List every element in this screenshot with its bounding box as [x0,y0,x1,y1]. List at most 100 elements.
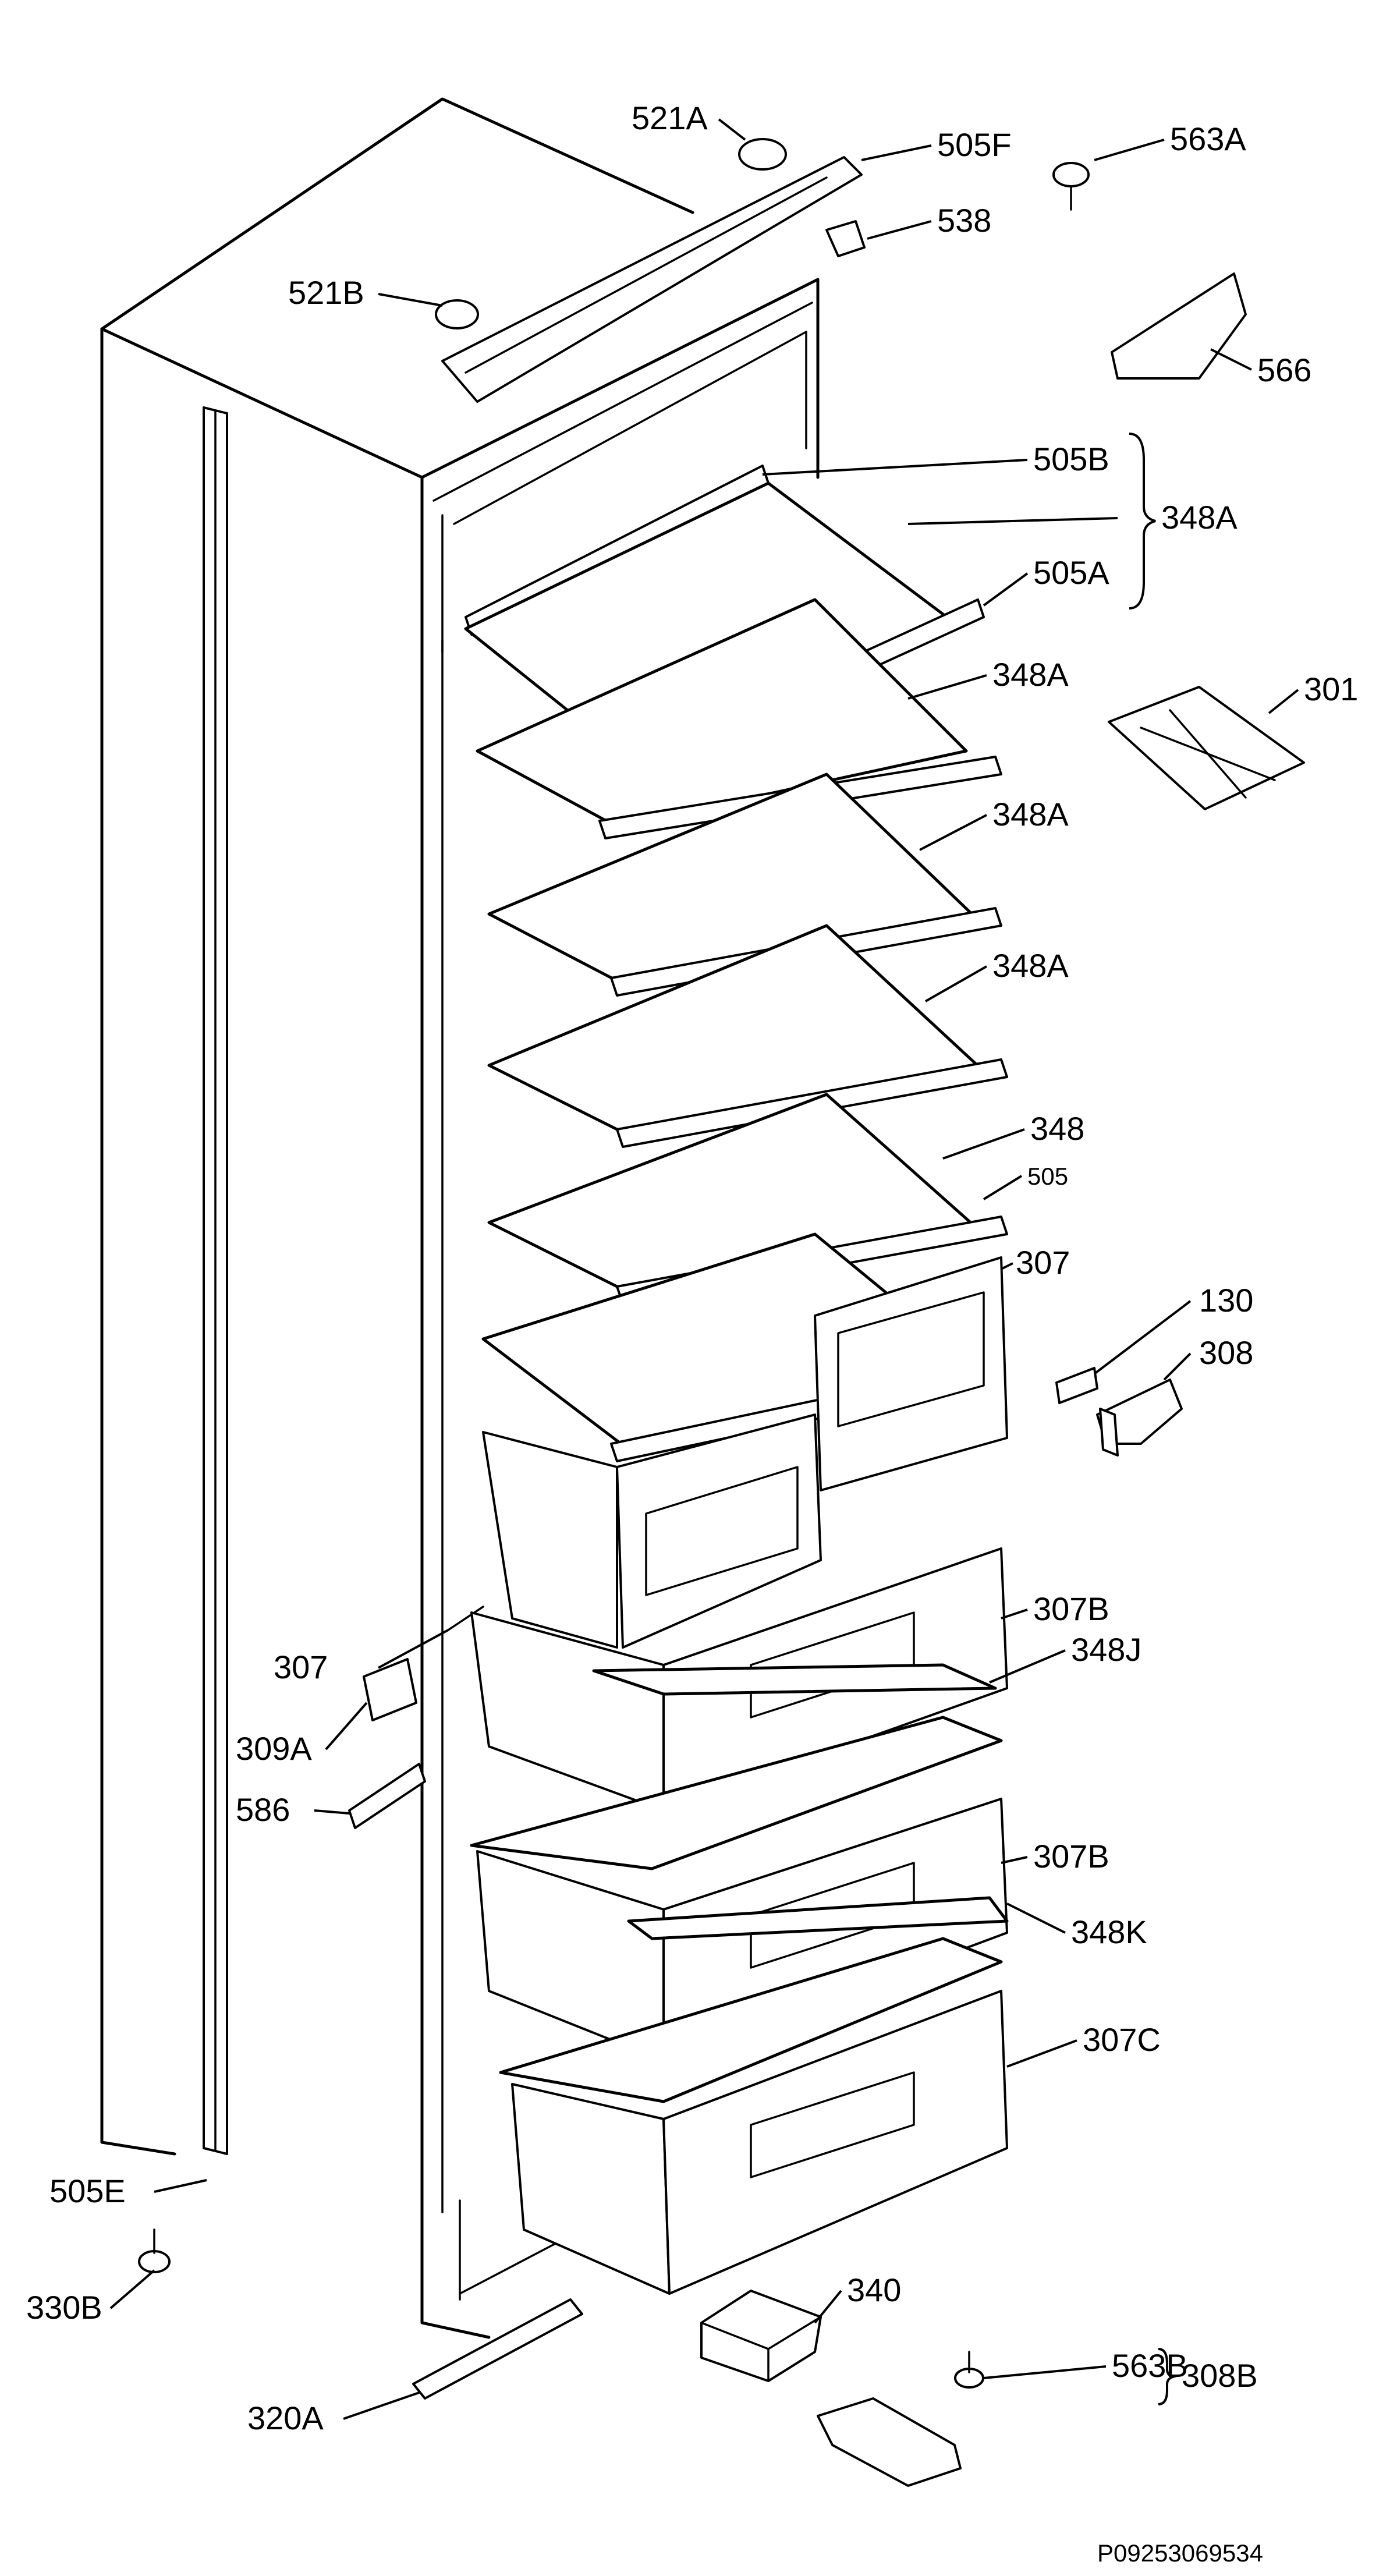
cap-521B [435,299,479,329]
label-348K: 348K [1071,1914,1147,1950]
screw-330B-head [138,2250,171,2273]
label-307-top: 307 [1016,1244,1070,1281]
drawer-307B-2-side [476,1850,665,2062]
label-348J: 348J [1071,1631,1141,1668]
label-505B: 505B [1033,441,1109,477]
drawer-307C-window [750,2071,915,2178]
label-505F: 505F [937,126,1012,163]
leader-348 [942,1128,1025,1160]
hinge-plate-505F [441,156,863,403]
drawers [470,1256,1009,2295]
shelves [464,465,1008,1462]
leader-307B-2 [1001,1856,1028,1864]
label-505: 505 [1027,1163,1068,1190]
cabinet [100,97,820,2339]
glass-348J [592,1663,997,1696]
leader-348J [989,1649,1066,1684]
leader-563B [983,2365,1107,2379]
leader-330B [109,2269,155,2309]
drawer-307-left-window [645,1466,799,1596]
top-hardware [435,138,1247,403]
label-505A: 505A [1033,554,1109,591]
label-301: 301 [1304,671,1358,707]
leader-566 [1210,348,1252,371]
label-538: 538 [937,202,991,239]
leader-505A [983,572,1029,607]
label-307B-2: 307B [1033,1838,1109,1875]
brace-348A [1129,433,1156,610]
hinge-308-tab [1099,1408,1119,1457]
label-340: 340 [847,2272,901,2308]
cabinet-top-front-edge [100,327,424,479]
leader-307-top [1001,1262,1013,1270]
label-348: 348 [1030,1110,1084,1147]
leader-130 [1093,1300,1192,1375]
part-538 [825,220,866,257]
drawer-307-left-side [482,1431,618,1649]
leader-505 [983,1175,1023,1200]
leader-340 [814,2290,842,2324]
block-340 [700,2290,822,2382]
leader-lines [109,118,1299,2420]
screw-563A-head [1052,162,1090,187]
label-320A: 320A [247,2400,324,2436]
label-307B-1: 307B [1033,1590,1109,1627]
label-563A: 563A [1170,121,1246,157]
label-307-left: 307 [274,1649,328,1685]
label-308B: 308B [1182,2357,1258,2394]
drawer-307C-front [662,1990,1008,2295]
leader-505E [154,2179,207,2193]
label-348A-2: 348A [992,796,1069,832]
label-330B: 330B [26,2289,102,2326]
cabinet-front-left [420,476,491,2339]
leader-538 [867,220,932,240]
frame-inner-top-2 [432,302,813,502]
leader-521A [718,118,746,141]
drawer-307C-side [511,2083,671,2295]
leader-309A [325,1702,368,1751]
part-130 [1055,1367,1098,1404]
label-348A-3: 348A [992,947,1069,984]
leader-307B-1 [1001,1608,1028,1620]
small-parts [138,686,1305,2487]
label-521B: 521B [288,274,364,311]
cabinet-front-top [420,278,820,479]
label-348A-1: 348A [992,656,1069,693]
leader-308 [1163,1352,1192,1381]
brace-308B [1158,2348,1177,2405]
leader-505B [762,459,1028,476]
cabinet-top-edge [100,97,694,331]
label-307C: 307C [1083,2021,1161,2058]
drawer-307-right-window [837,1291,985,1427]
leader-307-left [378,1629,449,1669]
label-566: 566 [1257,352,1311,388]
frame-inner-top [453,331,807,525]
leader-563A [1094,139,1165,161]
leader-348K [1006,1902,1066,1934]
plinth-320A [412,2298,583,2400]
leader-505F [861,144,932,161]
callout-labels: 521A 505F 563A 538 521B 566 505B 348A 50… [26,100,1358,2436]
glass-348K [627,1896,1009,1940]
hinge-plate-slot [465,176,828,374]
leader-348A-3 [925,965,987,1002]
leader-348A-2 [919,814,987,851]
shelf-348A-1 [476,598,968,828]
leader-348A-group [907,517,1118,525]
drawer-307C-lid [499,1937,1003,2103]
label-130: 130 [1199,1282,1253,1319]
cabinet-left-edge [100,327,176,2156]
leader-521B [378,293,443,307]
label-308: 308 [1199,1334,1253,1371]
part-309A [363,1658,417,1721]
label-586: 586 [236,1791,290,1828]
bracket-586 [348,1763,426,1829]
ice-tray-301 [1108,686,1305,810]
mid-divider [447,1606,484,1631]
label-563B: 563B [1112,2347,1188,2384]
label-309A: 309A [236,1730,312,1767]
leader-301 [1268,689,1299,714]
cap-521A [738,138,787,171]
label-348A-group: 348A [1161,499,1238,536]
leader-307C [1006,2039,1077,2068]
